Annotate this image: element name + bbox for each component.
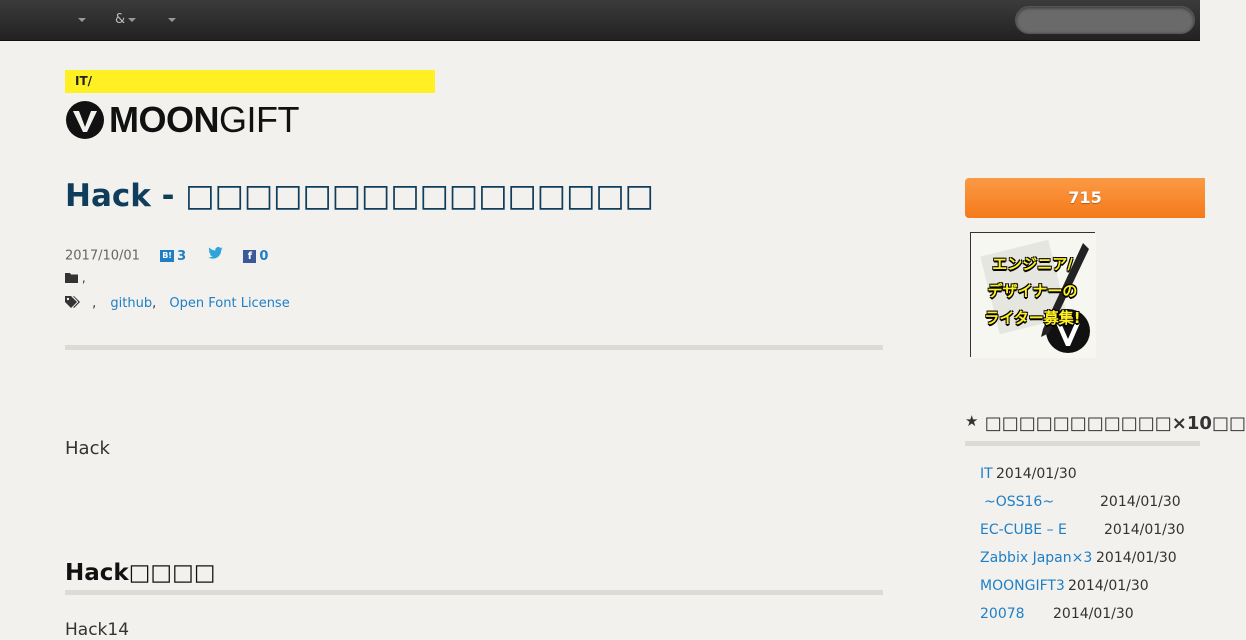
banner-illustration bbox=[971, 233, 1096, 358]
sidebar-article-link[interactable]: 20078 bbox=[980, 606, 1025, 622]
sidebar-divider bbox=[965, 441, 1200, 446]
banner-line: エンジニア/ bbox=[992, 255, 1073, 273]
moongift-logo-icon bbox=[66, 101, 104, 139]
search-input[interactable] bbox=[1015, 6, 1195, 34]
banner-line: デザイナーの bbox=[987, 282, 1078, 300]
writer-recruit-banner[interactable]: エンジニア/ デザイナーの ライター募集! bbox=[970, 232, 1096, 358]
facebook-icon[interactable]: f bbox=[243, 249, 257, 263]
article-date: 2017/10/01 bbox=[65, 248, 140, 264]
nav-menu-3[interactable] bbox=[165, 0, 176, 40]
hatena-bookmark-icon[interactable]: B! bbox=[160, 250, 175, 262]
category-breadcrumb[interactable]: IT/ bbox=[65, 70, 435, 93]
list-item: ~OSS16~ 2014/01/30 bbox=[980, 488, 1200, 516]
sidebar-heading-text: □□□□□□□□□□□×10□□ bbox=[984, 413, 1246, 434]
article-intro-text: Hack bbox=[65, 438, 110, 459]
tags-icon bbox=[65, 296, 80, 308]
sidebar-article-date: 2014/01/30 bbox=[1100, 494, 1181, 510]
twitter-icon[interactable] bbox=[208, 246, 223, 265]
nav-menu-1[interactable] bbox=[75, 0, 86, 40]
list-item: EC-CUBE – E 2014/01/30 bbox=[980, 516, 1200, 544]
star-icon: ★ bbox=[965, 412, 979, 430]
logo-wordmark: MOONGIFT bbox=[109, 99, 299, 140]
folder-icon bbox=[65, 273, 78, 283]
sidebar-article-link[interactable]: MOONGIFT3 bbox=[980, 578, 1065, 594]
article-divider bbox=[65, 345, 883, 350]
chevron-down-icon bbox=[168, 17, 176, 22]
chevron-down-icon bbox=[128, 17, 137, 22]
article-count-badge: 715 bbox=[965, 178, 1205, 218]
section-divider bbox=[65, 590, 883, 595]
article-tags: , github, Open Font License bbox=[65, 295, 290, 313]
sidebar-article-date: 2014/01/30 bbox=[1068, 578, 1149, 594]
section-text: Hack14 bbox=[65, 620, 130, 640]
banner-line: ライター募集! bbox=[984, 309, 1081, 327]
tag-link-open-font-license[interactable]: Open Font License bbox=[169, 296, 290, 311]
sidebar-article-date: 2014/01/30 bbox=[1053, 606, 1134, 622]
nav-menu-2-label: & bbox=[115, 12, 126, 27]
tag-separator: , bbox=[92, 296, 97, 311]
nav-menu-2[interactable]: & bbox=[115, 0, 137, 40]
sidebar-heading: ★ □□□□□□□□□□□×10□□ bbox=[965, 412, 1246, 434]
chevron-down-icon bbox=[78, 17, 86, 22]
sidebar-article-link[interactable]: Zabbix Japan×3 bbox=[980, 550, 1093, 566]
facebook-count[interactable]: 0 bbox=[259, 248, 269, 264]
article-title: Hack - □□□□□□□□□□□□□□□□ bbox=[65, 178, 654, 214]
section-heading: Hack□□□□ bbox=[65, 560, 216, 586]
sidebar-article-link[interactable]: EC-CUBE – E bbox=[980, 522, 1067, 538]
tag-separator: , bbox=[152, 296, 157, 311]
sidebar-article-date: 2014/01/30 bbox=[1096, 550, 1177, 566]
top-nav-bar: & bbox=[0, 0, 1200, 41]
sidebar-article-link[interactable]: ~OSS16~ bbox=[984, 494, 1055, 510]
sidebar-article-date: 2014/01/30 bbox=[996, 466, 1077, 482]
banner-text: エンジニア/ デザイナーの ライター募集! bbox=[971, 251, 1094, 332]
tag-link-github[interactable]: github bbox=[110, 296, 153, 311]
sidebar-article-link[interactable]: IT bbox=[980, 466, 993, 482]
sidebar-article-date: 2014/01/30 bbox=[1104, 522, 1185, 538]
article-categories: , bbox=[65, 270, 86, 286]
list-item: 20078 2014/01/30 bbox=[980, 600, 1200, 628]
hatena-count[interactable]: 3 bbox=[177, 248, 187, 264]
category-separator: , bbox=[81, 271, 86, 285]
